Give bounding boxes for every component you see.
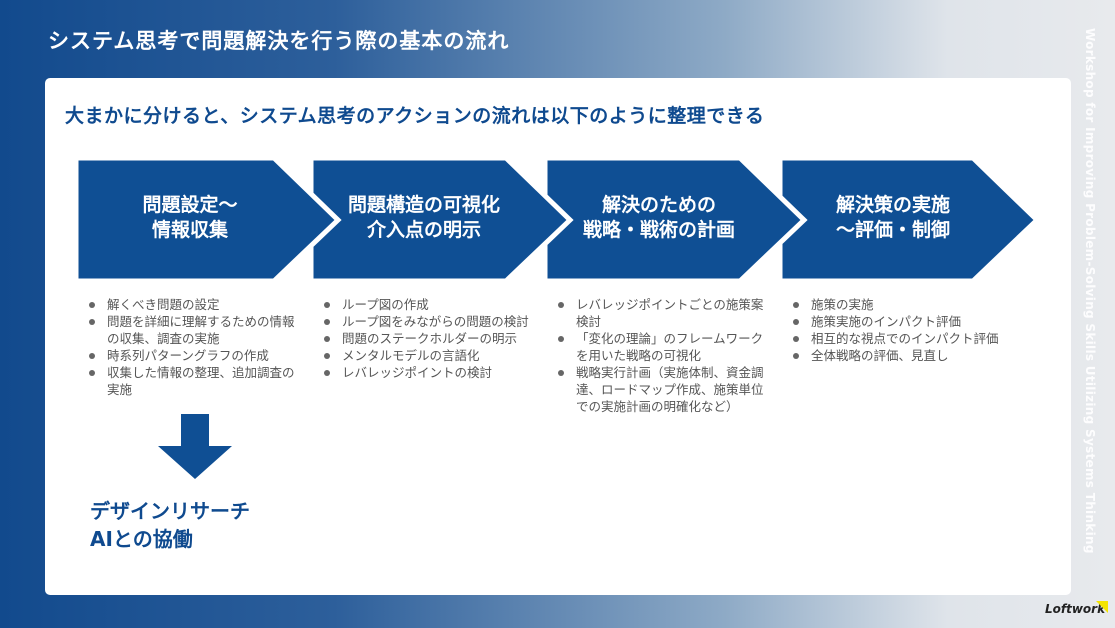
bullet-item: 施策実施のインパクト評価: [789, 313, 1004, 330]
bullet-item: 問題を詳細に理解するための情報の収集、調査の実施: [85, 313, 300, 347]
lead-text: 大まかに分けると、システム思考のアクションの流れは以下のように整理できる: [65, 105, 765, 127]
step-title-line: 介入点の明示: [366, 219, 481, 241]
design-research-label: デザインリサーチ AIとの協働: [90, 497, 250, 553]
bullet-item: 「変化の理論」のフレームワークを用いた戦略の可視化: [554, 330, 769, 364]
step-4-title: 解決策の実施〜評価・制御: [778, 193, 1008, 243]
arrow-step-1: [73, 155, 342, 284]
bullet-item: 時系列パターングラフの作成: [85, 347, 300, 364]
arrow-step-2: [308, 155, 574, 284]
step-4-bullets: 施策の実施 施策実施のインパクト評価 相互的な視点でのインパクト評価 全体戦略の…: [789, 296, 1004, 364]
bullet-item: レバレッジポイントごとの施策案検討: [554, 296, 769, 330]
step-title-line: 〜評価・制御: [835, 219, 950, 241]
bullet-item: 全体戦略の評価、見直し: [789, 347, 1004, 364]
bullet-item: 戦略実行計画（実施体制、資金調達、ロードマップ作成、施策単位での実施計画の明確化…: [554, 364, 769, 415]
step-title-line: 問題設定〜: [142, 194, 238, 216]
step-2-bullets: ループ図の作成 ループ図をみながらの問題の検討 問題のステークホルダーの明示 メ…: [320, 296, 535, 381]
bullet-item: 施策の実施: [789, 296, 1004, 313]
step-1-bullets: 解くべき問題の設定 問題を詳細に理解するための情報の収集、調査の実施 時系列パタ…: [85, 296, 300, 398]
step-title-line: 問題構造の可視化: [347, 194, 500, 216]
loftwork-logo: Loftwork: [1045, 602, 1106, 616]
side-caption: Workshop for Improving Problem-Solving S…: [1083, 28, 1097, 554]
logo-mark-icon: [1096, 601, 1108, 613]
research-line: デザインリサーチ: [90, 499, 250, 523]
step-2-title: 問題構造の可視化介入点の明示: [309, 193, 539, 243]
bullet-item: レバレッジポイントの検討: [320, 364, 535, 381]
step-title-line: 戦略・戦術の計画: [582, 219, 735, 241]
bullet-item: ループ図の作成: [320, 296, 535, 313]
bullet-item: ループ図をみながらの問題の検討: [320, 313, 535, 330]
step-title-line: 解決策の実施: [835, 194, 950, 216]
bullet-item: 問題のステークホルダーの明示: [320, 330, 535, 347]
arrow-step-4: [777, 155, 1041, 284]
down-arrow-icon: [158, 414, 232, 479]
research-line: AIとの協働: [90, 527, 193, 551]
bullet-item: 収集した情報の整理、追加調査の実施: [85, 364, 300, 398]
step-1-title: 問題設定〜情報収集: [75, 193, 305, 243]
step-3-title: 解決のための戦略・戦術の計画: [544, 193, 774, 243]
bullet-item: 解くべき問題の設定: [85, 296, 300, 313]
step-title-line: 解決のための: [601, 194, 716, 216]
arrow-step-3: [542, 155, 808, 284]
step-3-bullets: レバレッジポイントごとの施策案検討 「変化の理論」のフレームワークを用いた戦略の…: [554, 296, 769, 415]
slide-title: システム思考で問題解決を行う際の基本の流れ: [48, 29, 510, 53]
bullet-item: 相互的な視点でのインパクト評価: [789, 330, 1004, 347]
bullet-item: メンタルモデルの言語化: [320, 347, 535, 364]
step-title-line: 情報収集: [151, 219, 228, 241]
